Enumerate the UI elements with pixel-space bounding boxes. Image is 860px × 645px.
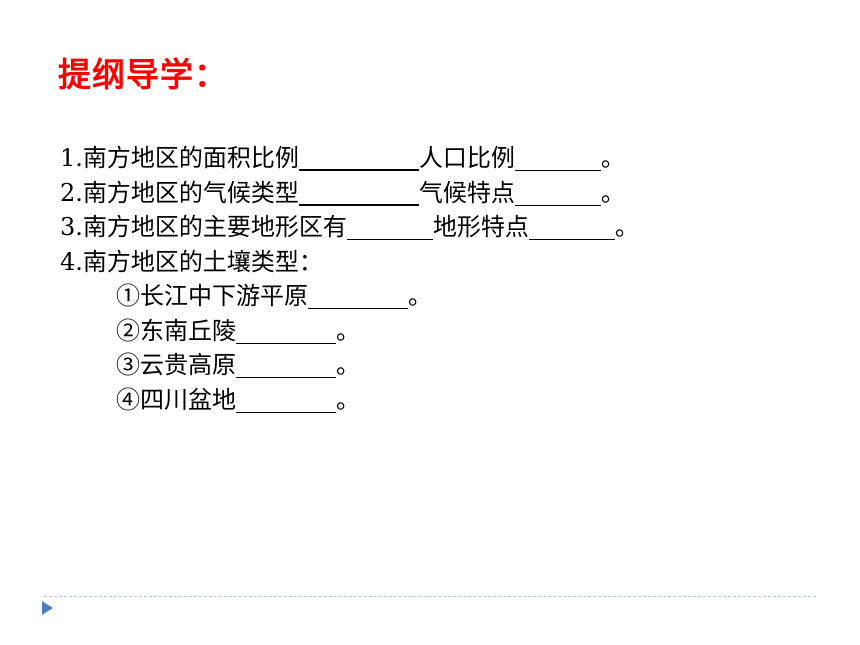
- subitem-end: 。: [336, 351, 360, 379]
- item-text: 南方地区的面积比例: [82, 144, 299, 172]
- item-text: 南方地区的气候类型: [82, 178, 299, 207]
- answer-blank: [236, 351, 336, 378]
- outline-body: 1.南方地区的面积比例人口比例。 2.南方地区的气候类型气候特点。 3.南方地区…: [60, 141, 639, 417]
- answer-blank: [514, 144, 601, 171]
- answer-blank: [298, 178, 419, 206]
- soil-subitem-3: ③云贵高原 。: [60, 348, 639, 383]
- triangle-bullet-icon: [42, 601, 53, 615]
- subitem-text: ①长江中下游平原: [116, 282, 308, 310]
- item-text: 南方地区的主要地形区有: [82, 213, 347, 241]
- soil-subitem-2: ②东南丘陵 。: [60, 314, 639, 349]
- outline-item-3: 3.南方地区的主要地形区有 地形特点 。: [60, 210, 639, 245]
- item-number: 4.: [60, 247, 83, 276]
- item-number: 2.: [60, 178, 83, 207]
- item-text: 南方地区的土壤类型：: [82, 247, 323, 276]
- soil-subitem-4: ④四川盆地 。: [60, 383, 639, 418]
- subitem-end: 。: [408, 282, 432, 310]
- slide-title: 提纲导学：: [58, 55, 228, 94]
- item-end: 。: [614, 213, 639, 241]
- answer-blank: [528, 213, 615, 240]
- subitem-text: ③云贵高原: [116, 351, 236, 379]
- answer-blank: [236, 317, 336, 344]
- answer-blank: [298, 143, 419, 171]
- outline-item-1: 1.南方地区的面积比例 人口比例 。: [60, 141, 639, 176]
- item-end: 。: [600, 144, 625, 172]
- subitem-end: 。: [336, 316, 360, 345]
- item-number: 1.: [60, 144, 83, 172]
- item-text: 气候特点: [418, 178, 515, 207]
- outline-item-4: 4.南方地区的土壤类型：: [60, 245, 639, 280]
- answer-blank: [308, 282, 408, 309]
- subitem-text: ④四川盆地: [116, 385, 236, 414]
- outline-item-2: 2.南方地区的气候类型 气候特点 。: [60, 176, 639, 211]
- answer-blank: [236, 386, 336, 413]
- item-number: 3.: [60, 213, 83, 241]
- soil-subitem-1: ①长江中下游平原 。: [60, 279, 639, 314]
- item-end: 。: [600, 178, 625, 207]
- item-text: 人口比例: [418, 144, 515, 172]
- item-text: 地形特点: [432, 213, 529, 241]
- footer-divider: [44, 596, 816, 597]
- subitem-text: ②东南丘陵: [116, 316, 236, 345]
- answer-blank: [514, 179, 601, 206]
- subitem-end: 。: [336, 385, 360, 414]
- answer-blank: [346, 213, 433, 240]
